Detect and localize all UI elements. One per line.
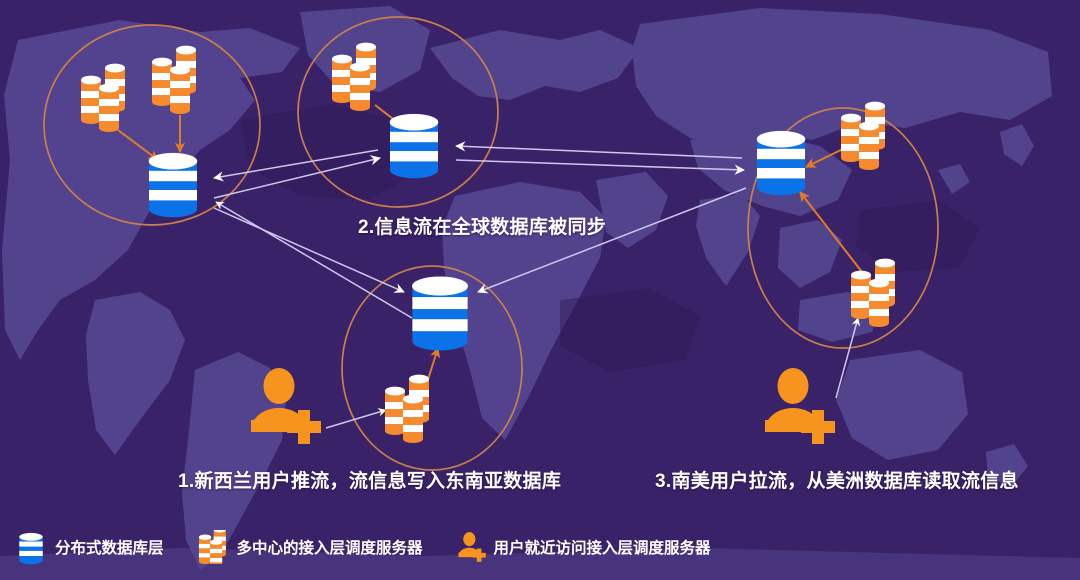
region-circle-americas bbox=[747, 107, 939, 349]
servers-americas-north bbox=[841, 101, 885, 170]
arrow-servers-europe-west-to-db bbox=[117, 129, 159, 161]
user-icons bbox=[251, 368, 835, 444]
region-circle-asia-north bbox=[297, 16, 499, 208]
servers-asia-north bbox=[332, 42, 376, 111]
legend-item-user: 用户就近访问接入层调度服务器 bbox=[453, 527, 711, 567]
region-circle-southeast-asia bbox=[341, 265, 523, 471]
servers-americas-south bbox=[851, 258, 895, 327]
sync-arrow-americas-to-asia bbox=[455, 141, 743, 159]
map-shading bbox=[240, 104, 980, 372]
region-circle-europe bbox=[43, 24, 261, 226]
legend-label-database: 分布式数据库层 bbox=[55, 540, 164, 557]
server-stacks bbox=[81, 42, 895, 443]
sync-arrow-asia-to-europe bbox=[213, 149, 379, 182]
db-southeast-asia bbox=[412, 276, 468, 351]
legend-item-servers: 多中心的接入层调度服务器 bbox=[196, 527, 423, 567]
servers-europe-east bbox=[152, 45, 196, 114]
db-americas bbox=[756, 130, 806, 196]
caption-step-1: 1.新西兰用户推流，流信息写入东南亚数据库 bbox=[178, 471, 562, 492]
server-stack-icon bbox=[198, 530, 226, 564]
sync-arrow-sea-to-europe bbox=[215, 201, 413, 319]
arrow-servers-americas-north-to-db bbox=[805, 147, 846, 168]
caption-step-3: 3.南美用户拉流，从美洲数据库读取流信息 bbox=[655, 471, 1019, 492]
caption-step-2: 2.信息流在全球数据库被同步 bbox=[358, 217, 607, 238]
servers-europe-west bbox=[81, 63, 125, 132]
user-new-zealand bbox=[251, 368, 321, 444]
sync-arrow-americas-to-sea bbox=[477, 187, 747, 294]
legend-item-database: 分布式数据库层 bbox=[14, 527, 164, 567]
sync-arrow-europe-to-sea bbox=[213, 207, 405, 293]
region-circles bbox=[43, 16, 939, 471]
arrow-user-nz-to-servers-sea bbox=[325, 408, 387, 429]
legend-label-servers: 多中心的接入层调度服务器 bbox=[236, 540, 423, 557]
global-sync-arrows bbox=[213, 141, 747, 319]
db-asia-north bbox=[389, 113, 439, 179]
sync-arrow-asia-to-americas bbox=[455, 159, 745, 175]
legend: 分布式数据库层 bbox=[0, 527, 1080, 567]
sync-arrow-europe-to-asia bbox=[213, 155, 381, 199]
arrow-user-sa-to-servers-americas bbox=[835, 317, 861, 399]
user-flow-arrows bbox=[325, 317, 861, 429]
user-plus-icon bbox=[457, 532, 486, 562]
arrow-servers-americas-south-to-db bbox=[799, 191, 863, 273]
user-south-america bbox=[765, 368, 835, 444]
database-cylinder-icon bbox=[19, 532, 43, 564]
db-europe bbox=[148, 152, 198, 218]
legend-label-user: 用户就近访问接入层调度服务器 bbox=[493, 540, 711, 557]
servers-southeast-asia bbox=[385, 374, 429, 443]
